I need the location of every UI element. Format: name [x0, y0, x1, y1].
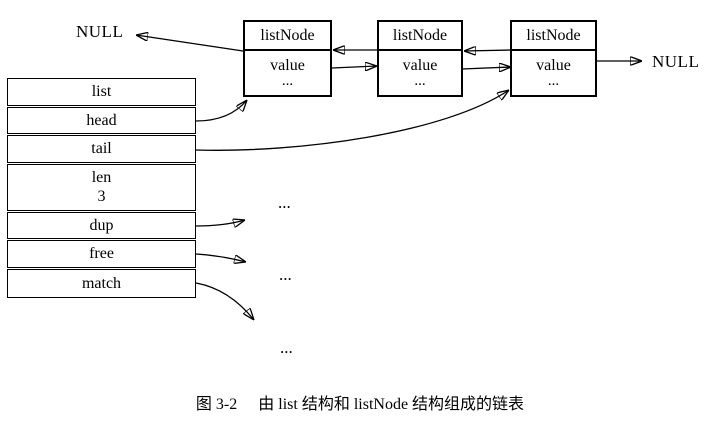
dup-pointer-arrow — [195, 220, 245, 226]
listnode-2-value: value — [402, 57, 438, 74]
list-field-len-value: 3 — [97, 188, 106, 205]
node1-next-arrow — [331, 66, 377, 68]
ellipsis-mark-free: ... — [279, 265, 292, 284]
head-pointer-arrow — [195, 100, 247, 122]
figure-caption-number: 图 3-2 — [195, 396, 238, 413]
figure-caption-text: 由 list 结构和 listNode 结构组成的链表 — [258, 396, 525, 413]
list-field-dup: dup — [7, 212, 196, 239]
free-pointer-arrow — [195, 253, 246, 262]
figure-caption: 图 3-2 由 list 结构和 listNode 结构组成的链表 — [0, 390, 720, 414]
match-pointer-arrow — [195, 282, 254, 320]
node3-prev-arrow — [464, 50, 512, 51]
listnode-1-title: listNode — [245, 22, 330, 51]
listnode-3-ellipsis: ... — [547, 73, 560, 89]
node2-next-arrow — [461, 67, 511, 69]
listnode-2: listNode value ... — [377, 20, 463, 97]
listnode-1-ellipsis: ... — [281, 73, 294, 89]
list-field-len: len 3 — [7, 164, 196, 211]
listnode-3-body: value ... — [512, 51, 595, 95]
listnode-2-title: listNode — [379, 22, 461, 51]
list-field-head: head — [7, 107, 196, 134]
listnode-3-value: value — [536, 57, 571, 74]
list-struct: list head tail len 3 dup free match — [7, 78, 196, 298]
list-field-tail: tail — [7, 135, 196, 163]
listnode-1: listNode value ... — [243, 20, 332, 97]
null-label-right: NULL — [652, 52, 700, 71]
list-field-free: free — [7, 240, 196, 268]
listnode-2-ellipsis: ... — [414, 73, 426, 89]
list-struct-title: list — [7, 78, 196, 106]
listnode-2-body: value ... — [379, 51, 461, 95]
prev-to-null-arrow — [136, 35, 244, 52]
null-label-left: NULL — [76, 22, 124, 41]
list-field-match: match — [7, 269, 196, 298]
list-field-len-label: len — [91, 169, 112, 186]
listnode-3-title: listNode — [512, 22, 595, 51]
ellipsis-mark-dup: ... — [278, 193, 291, 212]
listnode-1-body: value ... — [245, 51, 330, 95]
ellipsis-mark-match: ... — [280, 338, 293, 357]
listnode-1-value: value — [270, 57, 305, 74]
tail-pointer-arrow — [195, 90, 509, 151]
listnode-3: listNode value ... — [510, 20, 597, 97]
